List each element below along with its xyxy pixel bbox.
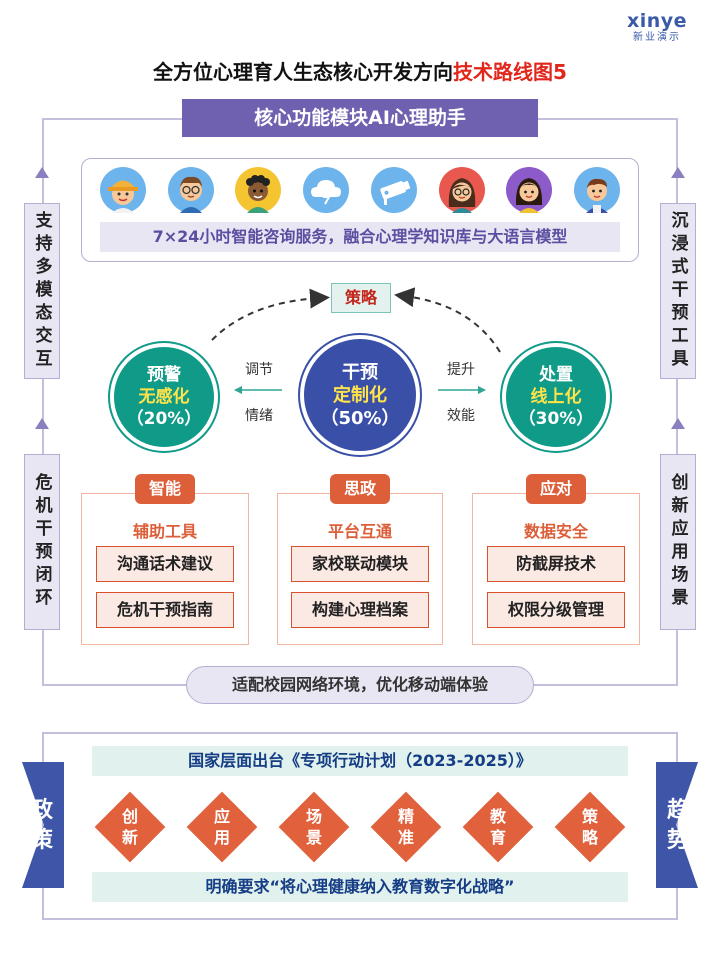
card-item: 家校联动模块 (291, 546, 429, 582)
card-tag: 智能 (135, 474, 195, 504)
trend-side-shape (656, 762, 698, 888)
circle-percent: （20%） (126, 409, 202, 429)
girl-avatar (506, 167, 553, 213)
side-label-left-top: 支持多模态交互 (24, 203, 60, 379)
diamond-label: 场景 (305, 807, 322, 847)
diamond-item: 策略 (554, 791, 626, 863)
circle-percent: （50%） (320, 407, 400, 429)
card-item: 危机干预指南 (96, 592, 234, 628)
policy-frame (42, 732, 678, 920)
trend-side-label: 趋势 (666, 798, 689, 853)
title-main: 全方位心理育人生态核心开发方向 (153, 60, 454, 84)
man-curly-avatar (235, 167, 282, 213)
circle-subtitle: 线上化 (530, 387, 582, 407)
circle-subtitle: 无感化 (138, 387, 190, 407)
arrow-label-bottom: 效能 (447, 408, 475, 424)
side-label-right-bottom: 创新应用场景 (660, 454, 696, 630)
circle-title: 干预 (342, 361, 378, 383)
arrow-up-icon (35, 167, 49, 178)
policy-side-label: 政策 (30, 798, 53, 853)
side-label-left-bottom: 危机干预闭环 (24, 454, 60, 630)
arrow-label-bottom: 情绪 (245, 408, 273, 424)
card-heading: 数据安全 (523, 522, 588, 541)
diamond-item: 教育 (462, 791, 534, 863)
arrow-label-top: 提升 (447, 362, 475, 378)
avatar-row (100, 167, 620, 213)
diamond-label: 应用 (213, 807, 230, 847)
intervention-circle: 干预 定制化 （50%） (300, 335, 420, 455)
policy-bottom-bar: 明确要求“将心理健康纳入教育数字化战略” (92, 872, 628, 902)
diamond-label: 策略 (581, 807, 598, 847)
strategy-label: 策略 (331, 283, 391, 313)
policy-top-bar: 国家层面出台《专项行动计划（2023-2025）》 (92, 746, 628, 776)
logo-subtitle: 新业演示 (633, 32, 681, 43)
card-item: 构建心理档案 (291, 592, 429, 628)
circle-title: 预警 (147, 365, 181, 385)
boy-avatar (573, 167, 620, 213)
arrow-right-icon (438, 386, 486, 394)
brand-logo: xinye 新业演示 (612, 10, 702, 44)
circle-percent: （30%） (518, 409, 594, 429)
circle-title: 处置 (539, 365, 573, 385)
card-tag: 应对 (526, 474, 586, 504)
card-heading: 辅助工具 (132, 522, 197, 541)
module-title: 核心功能模块AI心理助手 (182, 99, 538, 137)
warning-circle: 预警 无感化 （20%） (110, 343, 218, 451)
card-item: 防截屏技术 (487, 546, 625, 582)
policy-side-shape (22, 762, 64, 888)
adapt-banner: 适配校园网络环境，优化移动端体验 (186, 666, 534, 704)
diamond-item: 应用 (186, 791, 258, 863)
diamond-label: 创新 (121, 807, 138, 847)
man-glasses-avatar (167, 167, 214, 213)
camera-icon (370, 167, 417, 213)
card-item: 权限分级管理 (487, 592, 625, 628)
card-item: 沟通话术建议 (96, 546, 234, 582)
dashed-arc-arrows (211, 287, 501, 353)
diamond-label: 精准 (397, 807, 414, 847)
child-hat-avatar (100, 167, 146, 213)
title-highlight: 技术路线图5 (453, 60, 567, 84)
woman-glasses-avatar (438, 167, 485, 213)
arrow-label-top: 调节 (245, 362, 273, 378)
arrow-left-icon (234, 386, 282, 394)
circle-subtitle: 定制化 (333, 384, 387, 406)
page-title: 全方位心理育人生态核心开发方向技术路线图5 (0, 58, 720, 86)
side-label-right-top: 沉浸式干预工具 (660, 203, 696, 379)
service-description: 7×24小时智能咨询服务，融合心理学知识库与大语言模型 (100, 222, 620, 252)
cloud-icon (303, 167, 350, 213)
arrow-up-icon (671, 418, 685, 429)
diamond-item: 创新 (94, 791, 166, 863)
diamond-label: 教育 (489, 807, 506, 847)
disposal-circle: 处置 线上化 （30%） (502, 343, 610, 451)
logo-wordmark: xinye (626, 10, 688, 32)
card-heading: 平台互通 (327, 522, 392, 541)
arrow-up-icon (35, 418, 49, 429)
arrow-up-icon (671, 167, 685, 178)
diamond-item: 场景 (278, 791, 350, 863)
card-tag: 思政 (330, 474, 390, 504)
diamond-item: 精准 (370, 791, 442, 863)
